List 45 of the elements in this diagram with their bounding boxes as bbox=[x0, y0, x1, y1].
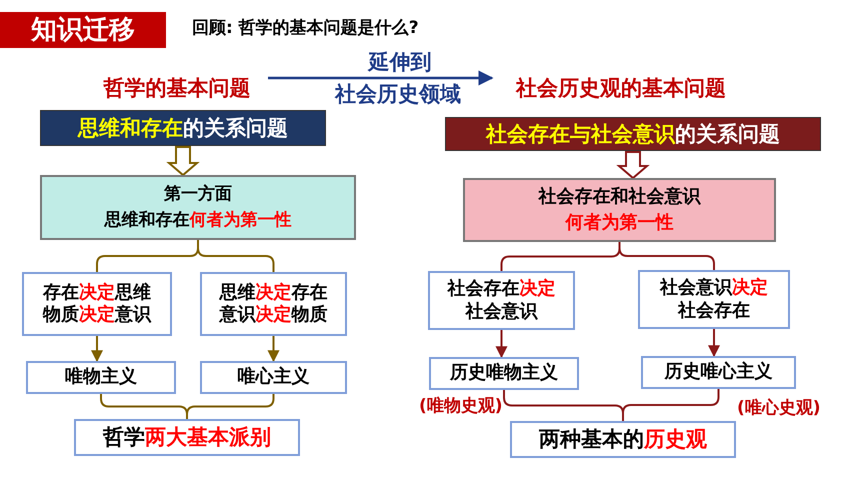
node-text: 思维和存在的关系问题 bbox=[78, 114, 288, 142]
statement-box bbox=[428, 271, 575, 330]
side-note: (唯物史观) bbox=[419, 396, 503, 418]
node-text: 第一方面 bbox=[164, 184, 232, 206]
statement-box bbox=[22, 272, 172, 336]
node-text: 唯物主义 bbox=[65, 366, 137, 389]
node-text: 哲学两大基本派别 bbox=[103, 424, 271, 451]
arrow bbox=[268, 70, 494, 86]
node-text: 知识迁移 bbox=[31, 14, 135, 46]
side-note: (唯心史观) bbox=[737, 398, 821, 420]
arrow bbox=[708, 329, 720, 358]
statement-box bbox=[200, 272, 347, 336]
node-text: 思维和存在何者为第一性 bbox=[104, 210, 292, 231]
arrow bbox=[268, 336, 280, 362]
school-box bbox=[26, 361, 176, 394]
node-text: 社会历史观的基本问题 bbox=[516, 74, 726, 102]
node-text: 社会意识决定社会存在 bbox=[659, 277, 769, 322]
arrow-caption: 社会历史领域 bbox=[334, 81, 462, 108]
node-text: 何者为第一性 bbox=[566, 212, 674, 234]
node-text: 社会存在决定社会意识 bbox=[446, 278, 556, 323]
concept-box bbox=[40, 175, 356, 240]
node-text: 思维决定存在 bbox=[220, 282, 328, 304]
node-text: 社会存在与社会意识的关系问题 bbox=[486, 120, 780, 148]
arrow bbox=[91, 336, 103, 362]
node-text: 物质决定意识 bbox=[43, 304, 151, 326]
node-text: 两种基本的历史观 bbox=[539, 426, 707, 453]
hollow-arrow bbox=[166, 146, 200, 176]
concept-box bbox=[463, 178, 776, 242]
node-text: 历史唯心主义 bbox=[664, 361, 772, 384]
node-text: 唯心主义 bbox=[238, 366, 310, 389]
summary-box bbox=[74, 419, 300, 456]
node-text: 意识决定物质 bbox=[220, 304, 328, 326]
statement-box bbox=[638, 270, 790, 329]
question-box bbox=[40, 110, 326, 146]
node-text: 存在决定思维 bbox=[43, 282, 151, 304]
node-text: 哲学的基本问题 bbox=[104, 74, 250, 102]
title-tag bbox=[0, 12, 166, 48]
node-text: 历史唯物主义 bbox=[450, 362, 558, 385]
question-box bbox=[445, 117, 821, 151]
arrow bbox=[496, 330, 508, 358]
prompt-text: 回顾: 哲学的基本问题是什么? bbox=[192, 18, 420, 40]
school-box bbox=[200, 361, 347, 394]
summary-box bbox=[510, 421, 736, 458]
hollow-arrow bbox=[616, 151, 650, 180]
node-text: 社会存在和社会意识 bbox=[538, 186, 700, 208]
